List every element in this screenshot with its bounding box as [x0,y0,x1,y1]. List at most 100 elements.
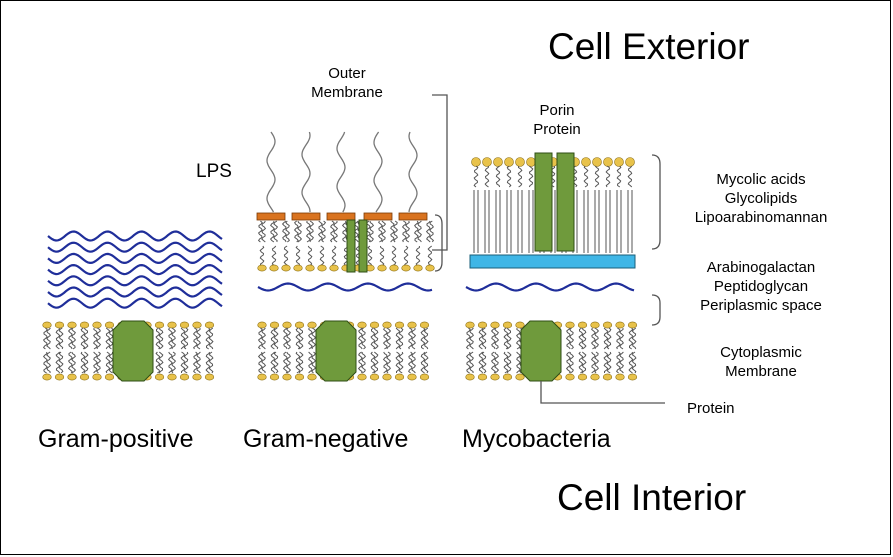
gp-lipid-tail [171,351,177,374]
myc-lipid-head-top [615,321,625,329]
myc-lipid-head-bottom [477,373,488,381]
gn-outer-tail [401,220,407,243]
gp-lipid-head-bottom [104,373,115,381]
myc-membrane-protein [520,320,562,382]
gn-outer-tail [369,221,375,243]
gn-lipid-tail [395,351,401,373]
gn-outer-tail [425,220,431,243]
myc-lipid-tail [615,327,621,350]
myc-lipid-tail [594,351,600,374]
gn-lipid-head-bottom [419,373,430,381]
gn-outer-tail [379,245,385,266]
myc-mycolic-head [482,157,492,167]
myc-mycolic-head [515,157,525,167]
myc-lipid-head-bottom [490,373,500,381]
gn-lipid-tail [257,351,263,374]
myc-lipid-tail [606,327,612,350]
myc-lipid-tail [615,351,621,374]
porin-protein-label: Porin Protein [517,101,597,139]
gp-lipid-head-bottom [192,373,202,381]
gp-lipid-head-top [42,321,52,329]
gn-outer-head [317,264,327,272]
gn-lipid-tail [308,351,313,374]
peptidoglycan-layer [47,275,223,287]
gn-lipid-tail [295,351,301,374]
myc-mycolic-head [614,157,624,167]
gn-lipid-head-top [357,321,367,329]
gp-lipid-tail [208,327,214,350]
gp-lipid-head-bottom [167,373,177,381]
myc-lipid-head-top [627,321,638,329]
gn-lipid-tail [373,327,379,350]
myc-lipid-head-top [590,321,600,329]
mycobacteria-title: Mycobacteria [462,425,611,453]
gp-lipid-tail [42,327,48,350]
arabinogalactan-line-3: Periplasmic space [700,297,822,314]
myc-lipid-tail [569,351,575,374]
myc-lipid-head-top [515,321,525,329]
gp-lipid-tail [171,327,177,350]
gp-lipid-tail [46,327,51,350]
gp-lipid-head-top [79,321,90,329]
myc-lipid-tail [481,351,487,374]
lps-label: LPS [196,161,232,182]
gn-lipid-tail [411,328,417,350]
gn-lipid-tail [298,351,304,374]
gn-lipid-head-top [394,321,405,329]
gn-outer-head [269,264,279,272]
myc-lipid-tail [565,327,571,350]
myc-lipid-tail [478,327,484,350]
myc-lipid-tail [619,351,624,374]
myc-lipid-tail [628,351,634,374]
gp-lipid-tail [67,351,73,374]
gn-outer-tail [283,245,289,266]
gn-outer-head [305,264,315,272]
gn-outer-head [389,264,399,272]
gp-lipid-tail [42,351,48,374]
gn-outer-tail [391,245,397,266]
mycolic-line-3: Lipoarabinomannan [694,209,828,226]
myc-lipid-tail [631,327,637,350]
gp-lipid-tail [93,351,98,374]
gn-lipid-head-top [307,321,317,329]
myc-lipid-tail [603,351,609,373]
gn-outer-tail [271,245,277,266]
gn-membrane-protein [315,320,357,382]
gp-lipid-tail [105,351,111,374]
gp-lipid-head-top [167,321,177,329]
gn-lipid-head-bottom [382,373,392,381]
myc-lipid-head-top [490,321,500,329]
gp-lipid-tail [105,327,111,350]
myc-lipid-head-top [577,321,588,329]
myc-lipid-tail [603,327,609,350]
gp-lipid-tail [158,351,164,374]
myc-lipid-tail [619,328,625,350]
myc-lipid-tail [515,327,521,350]
peptidoglycan-layer [47,241,223,253]
myc-tail [594,165,600,188]
gn-outer-tail [333,220,339,243]
myc-lipid-head-bottom [615,373,625,381]
myc-lipid-head-bottom [565,373,575,381]
myc-mycolic-head [592,157,602,167]
gn-lipid-tail [286,327,292,350]
gp-lipid-head-bottom [204,373,215,381]
gn-outer-tail [381,220,387,243]
gn-outer-tail [285,220,291,243]
gn-lipid-tail [357,327,363,350]
gn-lipid-tail [370,351,376,374]
myc-lipid-tail [578,351,584,374]
gn-outer-tail [329,220,335,243]
cytoplasmic-line-2: Membrane [725,363,797,380]
gn-lipid-tail [386,327,392,350]
gram-positive-title: Gram-positive [38,425,194,453]
gn-lipid-tail [298,327,304,350]
myc-lipid-head-bottom [602,373,613,381]
mycolic-line-1: Mycolic acids [716,171,806,188]
gn-lipid-head-bottom [394,373,405,381]
lps-head [363,212,393,221]
gp-lipid-head-top [104,321,115,329]
gn-lipid-head-top [257,321,267,329]
gn-outer-tail [309,220,315,243]
